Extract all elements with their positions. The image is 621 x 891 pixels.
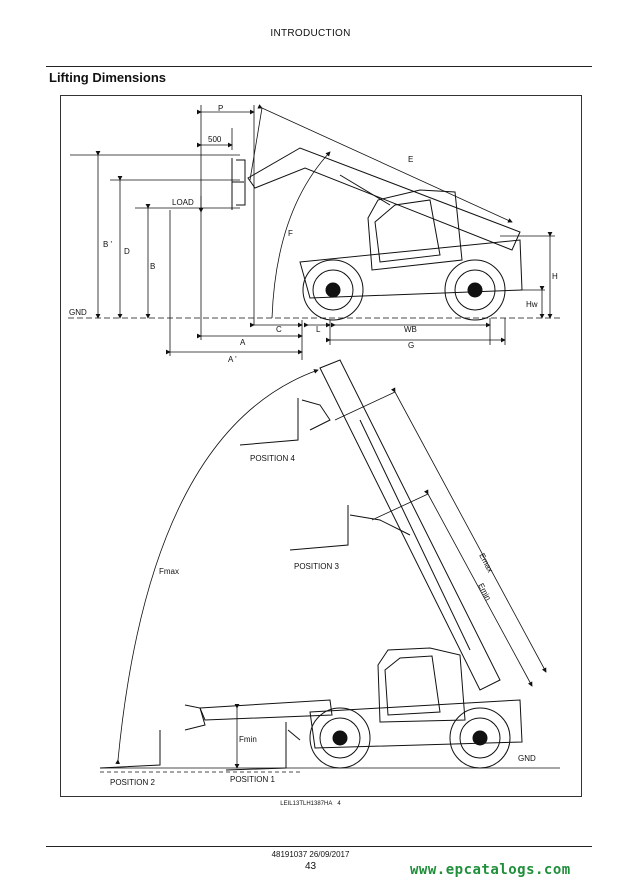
figure-reference-number: 4	[337, 801, 341, 807]
label-emin: Emin	[476, 582, 493, 602]
label-c: C	[276, 325, 282, 334]
label-position-2: POSITION 2	[110, 778, 155, 787]
label-wb: WB	[404, 325, 417, 334]
label-h: H	[552, 272, 558, 281]
label-g: G	[408, 341, 414, 350]
section-title: Lifting Dimensions	[49, 70, 166, 85]
label-fmax: Fmax	[159, 567, 179, 576]
label-position-3: POSITION 3	[294, 562, 339, 571]
footer-divider	[46, 846, 592, 847]
label-gnd-top: GND	[69, 308, 87, 317]
label-d: D	[124, 247, 130, 256]
bottom-telehandler	[99, 359, 523, 771]
label-load: LOAD	[172, 198, 194, 207]
page-header-title: INTRODUCTION	[270, 28, 351, 39]
label-position-4: POSITION 4	[250, 454, 295, 463]
label-fmin: Fmin	[239, 735, 257, 744]
label-a-prime: A '	[228, 355, 237, 364]
label-500: 500	[208, 135, 222, 144]
label-p: P	[218, 104, 223, 113]
top-telehandler	[231, 147, 523, 321]
label-a: A	[240, 338, 246, 347]
label-e: E	[408, 155, 413, 164]
label-b: B	[150, 262, 155, 271]
page-number: 43	[304, 861, 317, 872]
label-gnd-bottom: GND	[518, 754, 536, 763]
label-position-1: POSITION 1	[230, 775, 275, 784]
top-dimension-lines	[68, 104, 560, 360]
label-b-prime: B '	[103, 240, 113, 249]
figure-reference-code: LEIL13TLH1387HA	[280, 801, 333, 807]
footer-doc-number: 48191037 26/09/2017	[271, 850, 350, 859]
figure-reference: LEIL13TLH1387HA 4	[0, 801, 621, 807]
lifting-dimensions-figure	[60, 95, 582, 797]
label-l: L	[316, 325, 321, 334]
label-hw: Hw	[526, 300, 538, 309]
watermark: www.epcatalogs.com	[410, 862, 571, 878]
label-f: F	[288, 229, 293, 238]
label-emax: Emax	[477, 552, 495, 574]
header-divider	[46, 66, 592, 67]
